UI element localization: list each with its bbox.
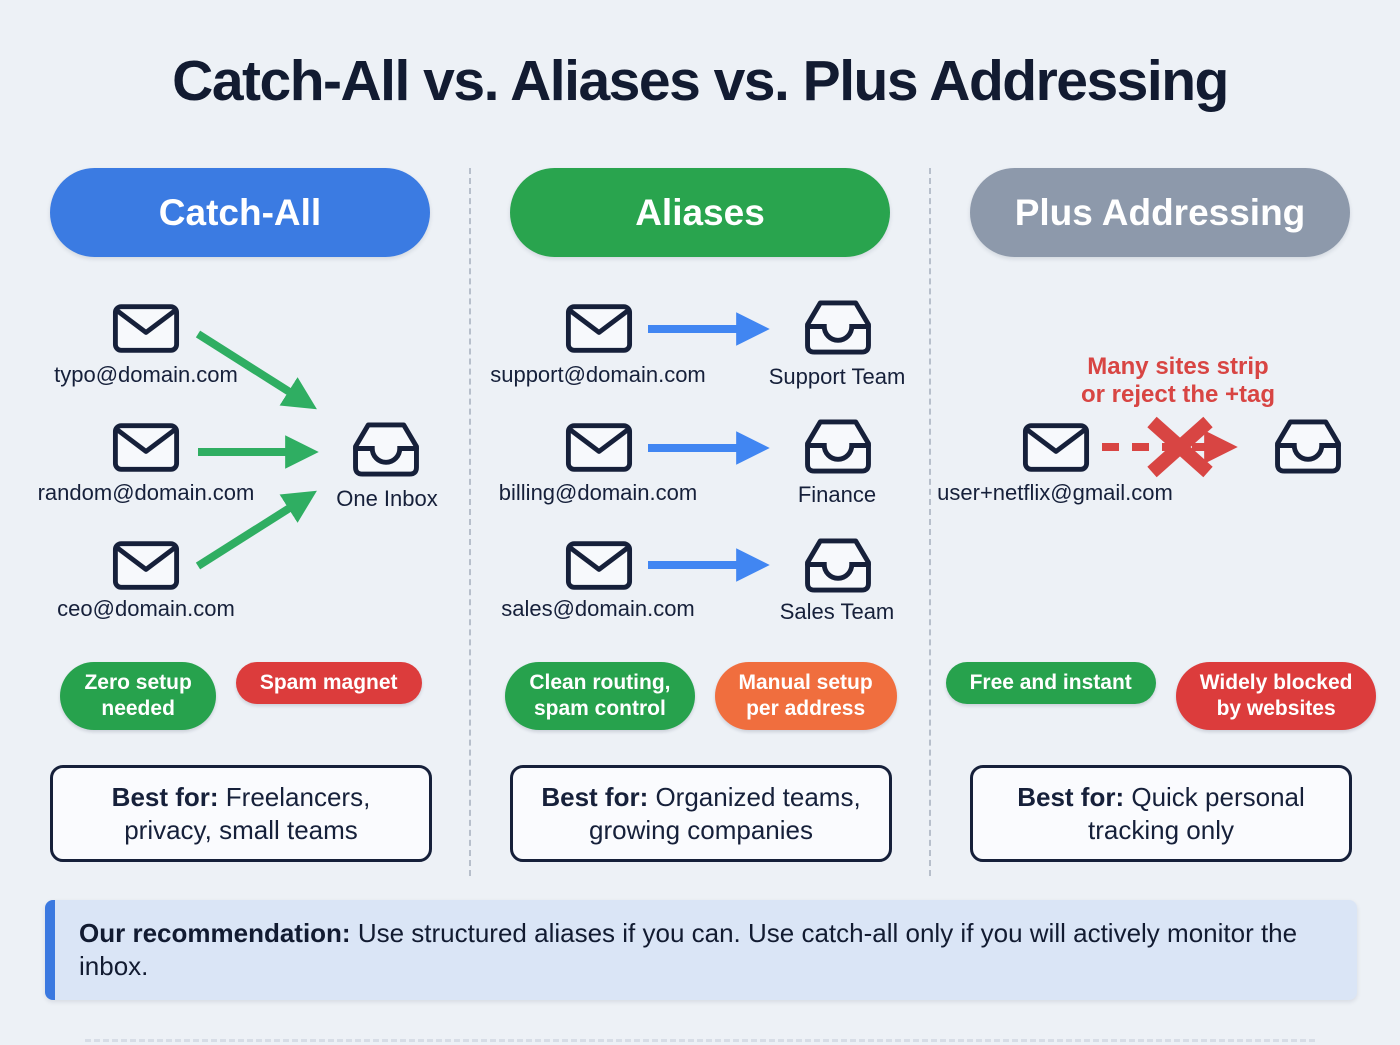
sender-address-label: user+netflix@gmail.com	[937, 480, 1173, 505]
envelope-icon	[1022, 422, 1090, 473]
envelope-icon	[112, 422, 180, 473]
best-for-box-catch-all: Best for: Freelancers, privacy, small te…	[50, 765, 432, 862]
envelope-icon	[112, 540, 180, 591]
inbox-tray-icon	[801, 537, 875, 594]
best-for-box-plus-addressing: Best for: Quick personal tracking only	[970, 765, 1352, 862]
inbox-tray-icon	[801, 299, 875, 356]
pro-badge: Free and instant	[945, 662, 1156, 704]
page-title: Catch-All vs. Aliases vs. Plus Addressin…	[172, 49, 1229, 113]
route-target-label: Support Team	[768, 364, 906, 389]
con-badge: Spam magnet	[235, 662, 422, 704]
envelope-icon	[565, 540, 633, 591]
sender-address-label: random@domain.com	[37, 480, 255, 505]
route-target-label: Sales Team	[779, 599, 895, 624]
inbox-tray-icon	[801, 418, 875, 475]
sender-address-label: typo@domain.com	[54, 362, 238, 387]
envelope-icon	[565, 303, 633, 354]
sender-address-label: billing@domain.com	[498, 480, 698, 505]
pro-badge: Clean routing,spam control	[505, 662, 695, 730]
sender-address-label: sales@domain.com	[501, 596, 695, 621]
column-header-catch-all: Catch-All	[50, 168, 430, 257]
inbox-tray-icon	[349, 421, 423, 478]
envelope-icon	[112, 303, 180, 354]
inbox-label: One Inbox	[336, 486, 438, 511]
envelope-icon	[565, 422, 633, 473]
best-for-box-aliases: Best for: Organized teams, growing compa…	[510, 765, 892, 862]
column-header-aliases: Aliases	[510, 168, 890, 257]
sender-address-label: support@domain.com	[490, 362, 706, 387]
x-mark-icon	[1147, 416, 1213, 478]
recommendation-banner: Our recommendation: Use structured alias…	[45, 900, 1357, 1000]
inbox-tray-icon	[1271, 418, 1345, 475]
plus-tag-warning-text: Many sites strip or reject the +tag	[1080, 353, 1276, 408]
column-divider-1	[469, 168, 471, 876]
sender-address-label: ceo@domain.com	[57, 596, 235, 621]
column-header-plus-addressing: Plus Addressing	[970, 168, 1350, 257]
footer-dashed-line	[85, 1039, 1315, 1042]
recommendation-text: Our recommendation: Use structured alias…	[79, 918, 1298, 981]
column-divider-2	[929, 168, 931, 876]
recommendation-accent-bar	[45, 900, 55, 1000]
route-target-label: Finance	[797, 482, 877, 507]
